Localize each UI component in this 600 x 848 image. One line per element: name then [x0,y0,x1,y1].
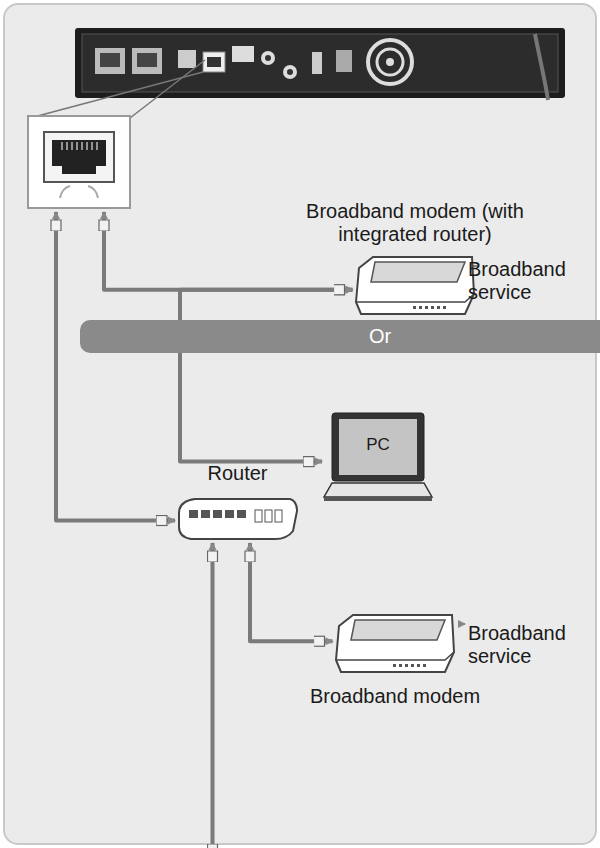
modem-icon [353,254,478,319]
router-icon [175,493,300,543]
or-badge: Or [80,320,600,353]
network-cable [250,543,333,641]
service-label: Broadband service [468,258,592,304]
node-label: Broadband modem [310,685,480,708]
broadband-modem: Broadband modem [300,612,490,708]
lan-cable [104,212,353,290]
modem-icon [333,612,458,677]
network-cable [211,543,215,848]
node-label: Router [207,462,267,485]
node-label: Broadband modem (with integrated router) [290,200,540,246]
laptop-icon [322,411,434,503]
lan-port-inset [28,116,130,208]
network-cable [180,290,353,462]
background-panel [4,4,596,844]
rear-panel [75,28,565,100]
node-label: Or [98,325,600,348]
service-arrow [459,623,466,625]
node-label: PC [322,411,434,455]
pc-laptop: PC [322,411,434,503]
service-label: Broadband service [468,622,592,668]
router: Router [175,462,300,543]
lan-cable [56,212,175,521]
zoom-line [30,72,203,118]
